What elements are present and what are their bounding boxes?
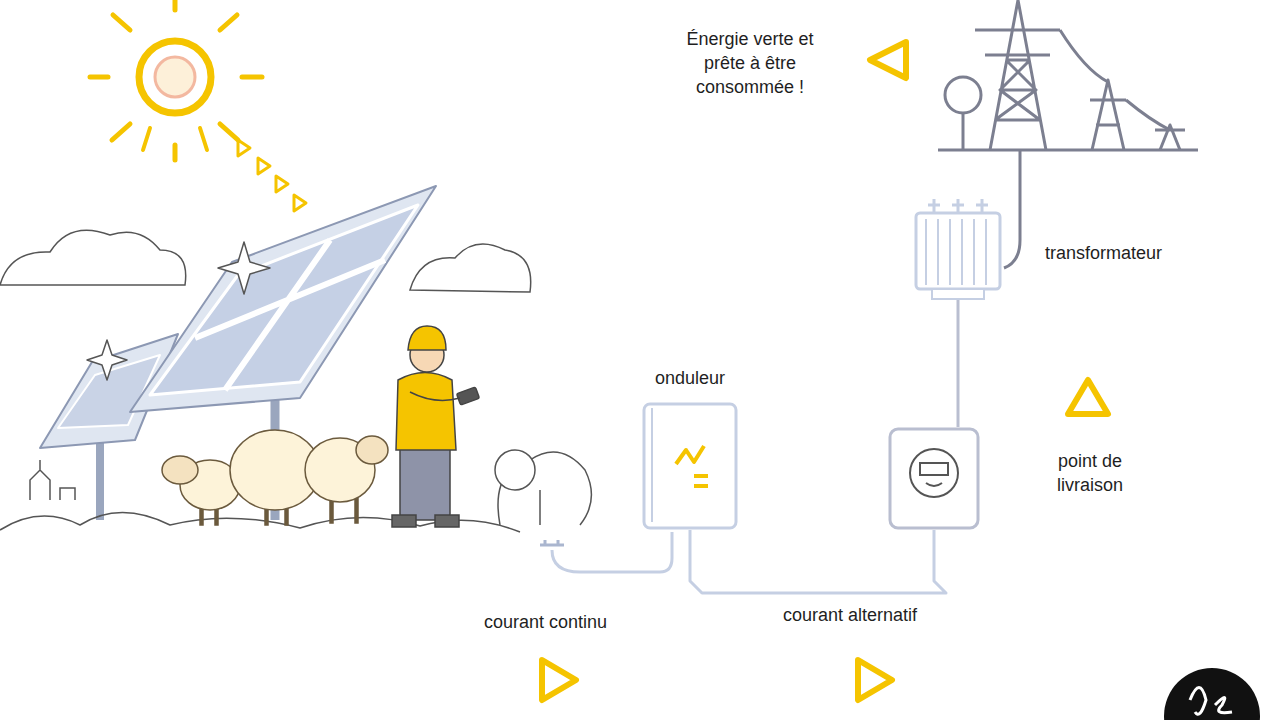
dc-wire <box>540 532 672 572</box>
flow-arrows <box>542 42 1108 700</box>
node-label: transformateur <box>1045 241 1162 265</box>
logo <box>1164 668 1260 720</box>
sun <box>90 0 262 160</box>
inverter-box: onduleur <box>642 402 738 530</box>
wire-connector <box>957 300 960 427</box>
note-text: Énergie verte et prête à être consommée … <box>670 27 830 99</box>
transformer-box: transformateur <box>912 195 1004 300</box>
solar-panels <box>40 186 436 520</box>
current-label: courant alternatif <box>780 603 920 627</box>
wire-connector <box>690 530 946 593</box>
current-label: courant continu <box>484 610 607 634</box>
power-grid <box>938 0 1198 150</box>
sheep <box>162 430 388 525</box>
node-label: point de livraison <box>1057 449 1123 497</box>
grid-wire <box>1004 150 1020 268</box>
node-label: onduleur <box>655 366 725 390</box>
meter-box: point de livraison <box>888 427 980 530</box>
sunlight-arrows <box>238 140 306 211</box>
worker <box>392 326 479 527</box>
